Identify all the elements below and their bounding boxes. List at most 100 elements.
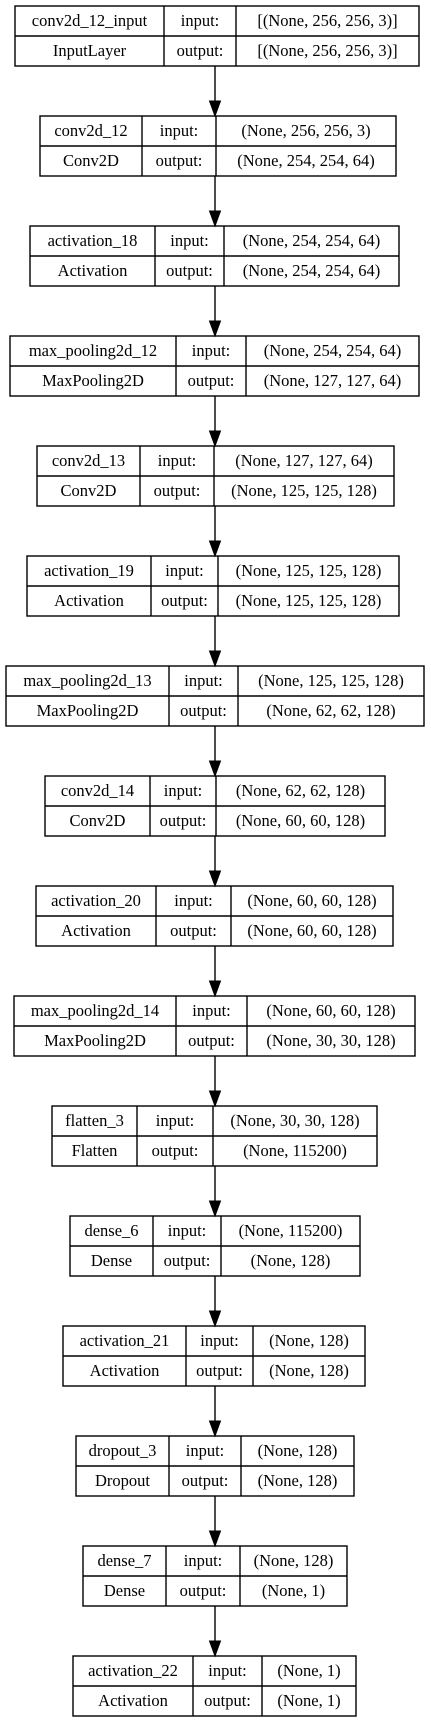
input-shape: (None, 60, 60, 128) bbox=[266, 1001, 395, 1020]
input-shape: (None, 254, 254, 64) bbox=[264, 341, 401, 360]
layer-name: activation_20 bbox=[51, 891, 141, 910]
layer-node: activation_18Activationinput:output:(Non… bbox=[29, 225, 400, 287]
arrowhead bbox=[208, 1530, 222, 1548]
input-label: input: bbox=[160, 121, 199, 140]
output-label: output: bbox=[182, 1471, 229, 1490]
layer-type: Dropout bbox=[95, 1471, 150, 1490]
layer-name: conv2d_12_input bbox=[32, 11, 148, 30]
arrowhead bbox=[208, 210, 222, 228]
output-shape: [(None, 256, 256, 3)] bbox=[257, 41, 397, 60]
layer-name: dropout_3 bbox=[89, 1441, 157, 1460]
output-label: output: bbox=[164, 1251, 211, 1270]
layer-name: conv2d_14 bbox=[61, 781, 134, 800]
output-shape: (None, 1) bbox=[277, 1691, 340, 1710]
layer-name: max_pooling2d_13 bbox=[23, 671, 151, 690]
layer-type: Conv2D bbox=[70, 811, 126, 830]
input-shape: (None, 125, 125, 128) bbox=[258, 671, 404, 690]
layer-name: conv2d_13 bbox=[52, 451, 125, 470]
layer-name: activation_21 bbox=[80, 1331, 170, 1350]
input-label: input: bbox=[192, 1001, 231, 1020]
layer-name: conv2d_12 bbox=[54, 121, 127, 140]
layer-name: activation_22 bbox=[88, 1661, 178, 1680]
output-label: output: bbox=[188, 371, 235, 390]
layer-type: Conv2D bbox=[61, 481, 117, 500]
arrowhead bbox=[208, 430, 222, 448]
input-shape: (None, 1) bbox=[277, 1661, 340, 1680]
layer-type: Activation bbox=[90, 1361, 160, 1380]
arrowhead bbox=[208, 870, 222, 888]
layer-type: MaxPooling2D bbox=[42, 371, 144, 390]
output-label: output: bbox=[154, 481, 201, 500]
layer-node: max_pooling2d_14MaxPooling2Dinput:output… bbox=[13, 995, 416, 1057]
output-shape: (None, 60, 60, 128) bbox=[247, 921, 376, 940]
edges bbox=[208, 66, 222, 1658]
input-shape: (None, 128) bbox=[254, 1551, 334, 1570]
output-label: output: bbox=[170, 921, 217, 940]
output-shape: (None, 128) bbox=[251, 1251, 331, 1270]
input-label: input: bbox=[156, 1111, 195, 1130]
input-shape: (None, 115200) bbox=[239, 1221, 343, 1240]
input-shape: (None, 125, 125, 128) bbox=[236, 561, 382, 580]
input-shape: (None, 62, 62, 128) bbox=[236, 781, 365, 800]
arrowhead bbox=[208, 980, 222, 998]
arrowhead bbox=[208, 760, 222, 778]
arrowhead bbox=[208, 320, 222, 338]
layer-type: Dense bbox=[104, 1581, 145, 1600]
layer-type: MaxPooling2D bbox=[37, 701, 139, 720]
layer-type: Dense bbox=[91, 1251, 132, 1270]
layer-type: Activation bbox=[54, 591, 124, 610]
input-label: input: bbox=[174, 891, 213, 910]
output-shape: (None, 128) bbox=[269, 1361, 349, 1380]
input-label: input: bbox=[170, 231, 209, 250]
layer-node: activation_19Activationinput:output:(Non… bbox=[26, 555, 400, 617]
output-label: output: bbox=[160, 811, 207, 830]
layer-type: Activation bbox=[98, 1691, 168, 1710]
arrowhead bbox=[208, 100, 222, 118]
layer-type: InputLayer bbox=[53, 41, 127, 60]
layer-name: activation_18 bbox=[48, 231, 138, 250]
arrowhead bbox=[208, 650, 222, 668]
layer-name: activation_19 bbox=[44, 561, 134, 580]
layer-name: dense_7 bbox=[97, 1551, 151, 1570]
input-shape: (None, 128) bbox=[269, 1331, 349, 1350]
input-label: input: bbox=[186, 1441, 225, 1460]
output-label: output: bbox=[156, 151, 203, 170]
input-shape: (None, 254, 254, 64) bbox=[243, 231, 380, 250]
input-label: input: bbox=[165, 561, 204, 580]
layer-type: MaxPooling2D bbox=[44, 1031, 146, 1050]
input-label: input: bbox=[208, 1661, 247, 1680]
output-shape: (None, 254, 254, 64) bbox=[237, 151, 374, 170]
layer-type: Conv2D bbox=[63, 151, 119, 170]
layer-name: dense_6 bbox=[84, 1221, 138, 1240]
layer-type: Flatten bbox=[72, 1141, 118, 1160]
output-shape: (None, 128) bbox=[258, 1471, 338, 1490]
output-label: output: bbox=[152, 1141, 199, 1160]
arrowhead bbox=[208, 1420, 222, 1438]
output-shape: (None, 127, 127, 64) bbox=[264, 371, 401, 390]
output-shape: (None, 125, 125, 128) bbox=[231, 481, 377, 500]
arrowhead bbox=[208, 1640, 222, 1658]
output-label: output: bbox=[204, 1691, 251, 1710]
layer-node: max_pooling2d_12MaxPooling2Dinput:output… bbox=[9, 335, 420, 397]
input-label: input: bbox=[184, 671, 223, 690]
output-shape: (None, 115200) bbox=[243, 1141, 347, 1160]
output-label: output: bbox=[177, 41, 224, 60]
layer-type: Activation bbox=[61, 921, 131, 940]
layer-name: flatten_3 bbox=[65, 1111, 124, 1130]
output-shape: (None, 62, 62, 128) bbox=[266, 701, 395, 720]
output-shape: (None, 60, 60, 128) bbox=[236, 811, 365, 830]
output-label: output: bbox=[196, 1361, 243, 1380]
layer-node: max_pooling2d_13MaxPooling2Dinput:output… bbox=[5, 665, 425, 727]
arrowhead bbox=[208, 1200, 222, 1218]
output-shape: (None, 125, 125, 128) bbox=[236, 591, 382, 610]
input-label: input: bbox=[192, 341, 231, 360]
output-label: output: bbox=[166, 261, 213, 280]
output-shape: (None, 30, 30, 128) bbox=[266, 1031, 395, 1050]
input-shape: (None, 60, 60, 128) bbox=[247, 891, 376, 910]
